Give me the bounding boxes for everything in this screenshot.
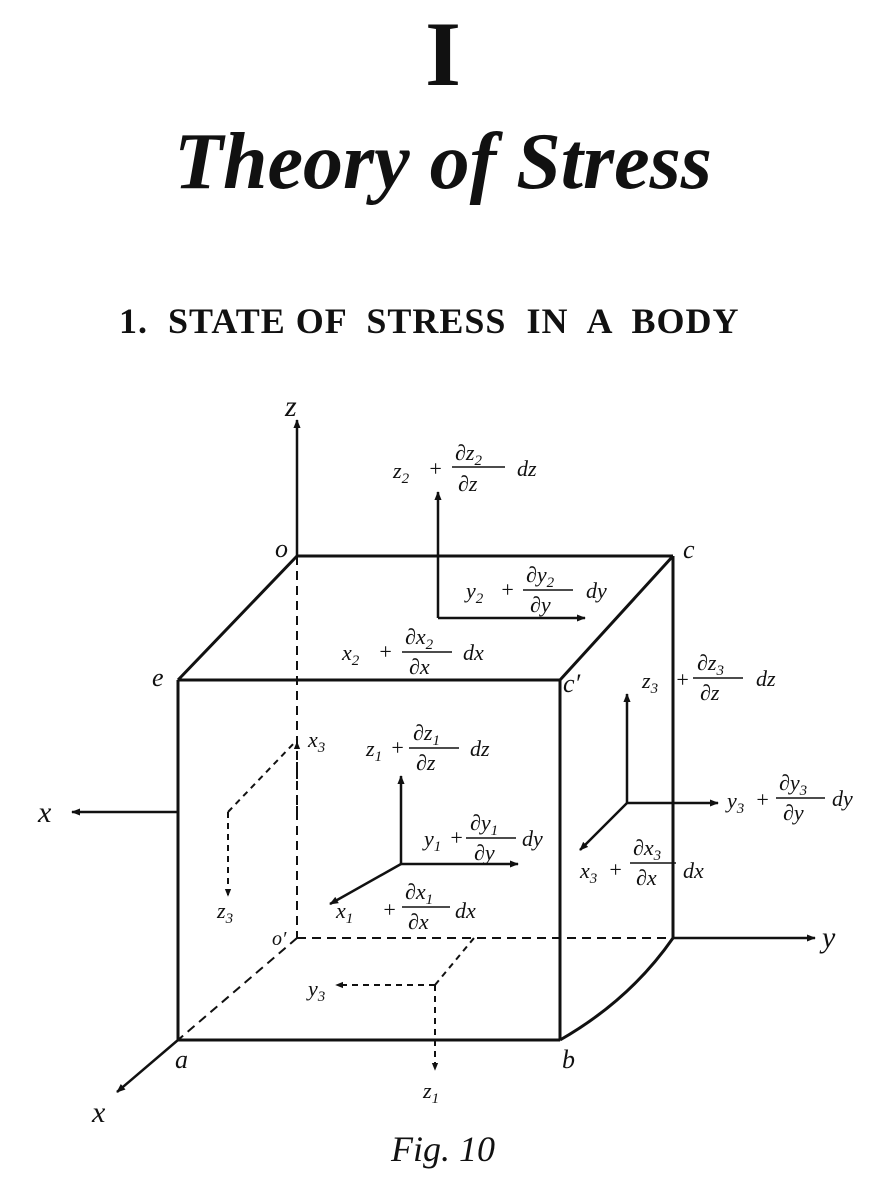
expr-x1: x1 + ∂x1 ∂x dx (335, 879, 476, 934)
svg-text:dx: dx (455, 898, 476, 923)
chapter-number: I (425, 3, 461, 105)
svg-text:+: + (500, 577, 515, 602)
svg-text:y3: y3 (725, 788, 744, 817)
svg-text:+: + (755, 787, 770, 812)
expr-y3: y3 + ∂y3 ∂y dy (725, 770, 853, 825)
label-y3-bottom: y3 (306, 976, 325, 1005)
expr-z1: z1 + ∂z1 ∂z dz (365, 720, 490, 775)
label-z1-bottom: z1 (422, 1078, 439, 1107)
svg-text:+: + (608, 857, 623, 882)
expr-z2: z2 + ∂z2 ∂z dz (392, 440, 537, 496)
chapter-title: Theory of Stress (174, 118, 712, 206)
svg-text:x2: x2 (341, 640, 360, 669)
axes (71, 419, 816, 1093)
hidden-edges (177, 556, 673, 1041)
label-x3-back: x3 (307, 727, 325, 756)
svg-text:∂z2: ∂z2 (455, 440, 482, 469)
svg-text:+: + (449, 825, 464, 850)
svg-text:y2: y2 (464, 578, 484, 607)
expr-y2: y2 + ∂y2 ∂y dy (464, 562, 607, 617)
svg-text:∂x: ∂x (409, 654, 430, 679)
y-axis-label: y (819, 921, 836, 954)
point-b: b (562, 1045, 575, 1074)
svg-text:∂x3: ∂x3 (633, 835, 661, 864)
back-diag (227, 739, 298, 813)
point-a: a (175, 1045, 188, 1074)
svg-text:∂z: ∂z (700, 680, 720, 705)
svg-text:dz: dz (470, 736, 490, 761)
stress-vectors (329, 491, 719, 906)
svg-text:∂x: ∂x (636, 865, 657, 890)
z-axis-label: z (284, 390, 297, 423)
svg-text:∂y1: ∂y1 (470, 810, 498, 839)
x-axis (116, 1039, 179, 1093)
svg-text:∂y3: ∂y3 (779, 770, 807, 799)
point-o: o (275, 534, 288, 563)
bottom-diag (434, 937, 475, 986)
svg-text:+: + (428, 456, 443, 481)
x-axis-left-label: x (37, 796, 52, 829)
point-e: e (152, 663, 164, 692)
svg-text:∂y: ∂y (530, 592, 551, 617)
svg-text:y1: y1 (422, 826, 441, 855)
svg-text:∂x: ∂x (408, 909, 429, 934)
svg-text:x1: x1 (335, 898, 353, 927)
svg-text:+: + (675, 667, 690, 692)
point-o-prime: o′ (272, 928, 287, 950)
x-axis-label: x (91, 1096, 106, 1129)
svg-text:∂z1: ∂z1 (413, 720, 440, 749)
point-c: c (683, 535, 695, 564)
x1-arrow (329, 862, 402, 906)
svg-text:∂x1: ∂x1 (405, 879, 433, 908)
point-c-prime: c′ (563, 669, 581, 698)
svg-text:dz: dz (756, 666, 776, 691)
fraction-bars (402, 466, 825, 908)
svg-text:∂x2: ∂x2 (405, 624, 434, 653)
section-heading: 1. STATE OF STRESS IN A BODY (119, 301, 740, 341)
expr-x2: x2 + ∂x2 ∂x dx (341, 624, 484, 679)
svg-text:∂y2: ∂y2 (526, 562, 555, 591)
svg-text:+: + (382, 897, 397, 922)
svg-text:∂z: ∂z (458, 471, 478, 496)
expr-x3: x3 + ∂x3 ∂x dx (579, 835, 704, 890)
cube-edges (176, 554, 675, 1042)
svg-text:dy: dy (522, 826, 543, 851)
svg-text:dx: dx (683, 858, 704, 883)
expr-y1: y1 + ∂y1 ∂y dy (422, 810, 543, 865)
expr-z3: z3 + ∂z3 ∂z dz (641, 650, 776, 705)
svg-text:∂z: ∂z (416, 750, 436, 775)
svg-text:dy: dy (832, 786, 853, 811)
svg-text:z1: z1 (365, 736, 382, 765)
svg-text:dz: dz (517, 456, 537, 481)
svg-text:dx: dx (463, 640, 484, 665)
hidden-vectors (224, 739, 475, 1071)
svg-text:+: + (378, 639, 393, 664)
svg-text:x3: x3 (579, 858, 597, 887)
svg-text:+: + (390, 735, 405, 760)
label-z3-back: z3 (216, 898, 233, 927)
svg-text:dy: dy (586, 578, 607, 603)
svg-text:z3: z3 (641, 668, 658, 697)
svg-text:∂y: ∂y (783, 800, 804, 825)
x3-arrow (579, 802, 628, 851)
svg-text:z2: z2 (392, 458, 410, 487)
svg-text:∂y: ∂y (474, 840, 495, 865)
svg-text:∂z3: ∂z3 (697, 650, 724, 679)
figure-caption: Fig. 10 (391, 1129, 495, 1169)
